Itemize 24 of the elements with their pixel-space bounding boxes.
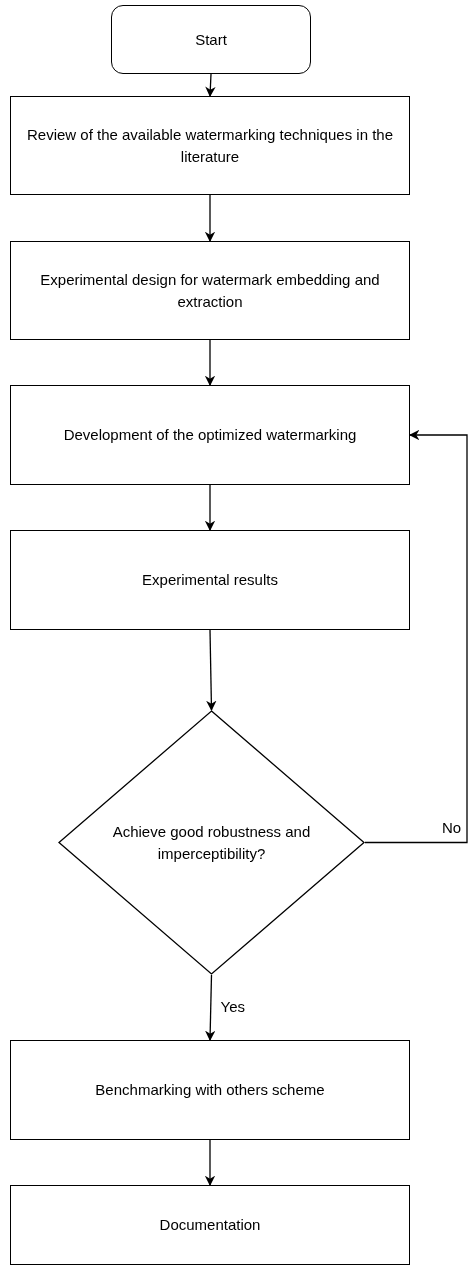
box-label: Experimental results [142, 570, 278, 590]
arrow [204, 484, 216, 532]
box-label: Start [195, 29, 227, 50]
arrow [206, 629, 217, 712]
process-box [10, 530, 410, 630]
box-label: Development of the optimized watermarking [63, 425, 357, 445]
box-label: Experimental design for watermark embedding and extraction [39, 269, 381, 312]
process-box [10, 1040, 410, 1140]
box-label: Documentation [159, 1215, 261, 1235]
decision-text: Achieve good robustness and imperceptibility? [111, 821, 312, 864]
process-box [10, 1185, 410, 1265]
arrow [204, 194, 216, 243]
terminal-box [111, 5, 311, 74]
process-box [10, 241, 410, 340]
arrow [205, 974, 216, 1042]
box-label: Benchmarking with others scheme [95, 1080, 325, 1100]
arrow [204, 339, 216, 387]
decision-diamond [58, 710, 365, 975]
process-box [10, 96, 410, 195]
arrow [205, 73, 216, 98]
box-label: Review of the available watermarking techniques in the literature [25, 124, 394, 167]
arrow [204, 1139, 216, 1187]
arrow [364, 429, 468, 844]
process-box [10, 385, 410, 485]
